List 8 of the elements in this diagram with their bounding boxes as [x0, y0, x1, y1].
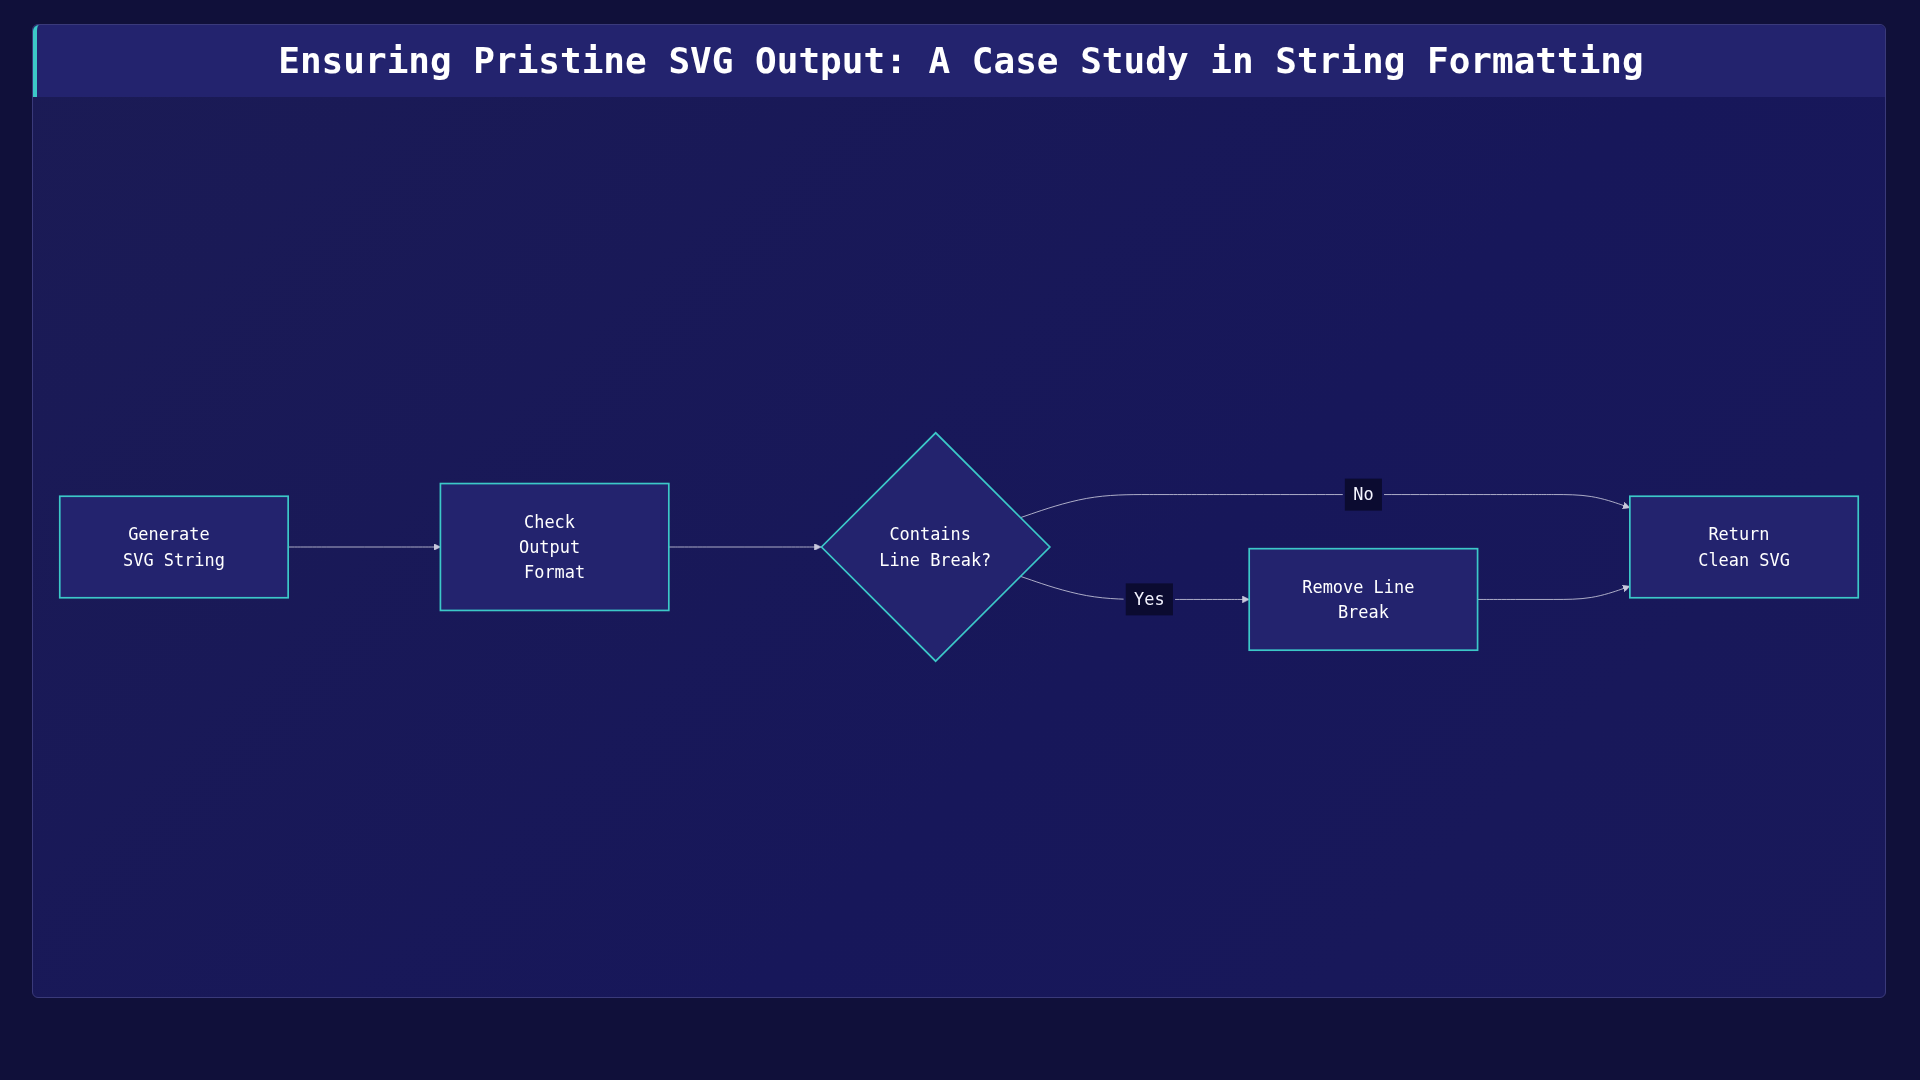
edge-label: No [1344, 478, 1383, 511]
process-box: Generate SVG String [58, 495, 289, 599]
process-box: Remove Line Break [1248, 547, 1479, 652]
diagram-title: Ensuring Pristine SVG Output: A Case Study in String Formatting [33, 25, 1885, 97]
edge-label: Yes [1125, 583, 1174, 616]
process-box: Return Clean SVG [1629, 495, 1860, 599]
decision-diamond: Contains Line Break? [820, 431, 1052, 663]
process-box: Check Output Format [439, 482, 670, 612]
